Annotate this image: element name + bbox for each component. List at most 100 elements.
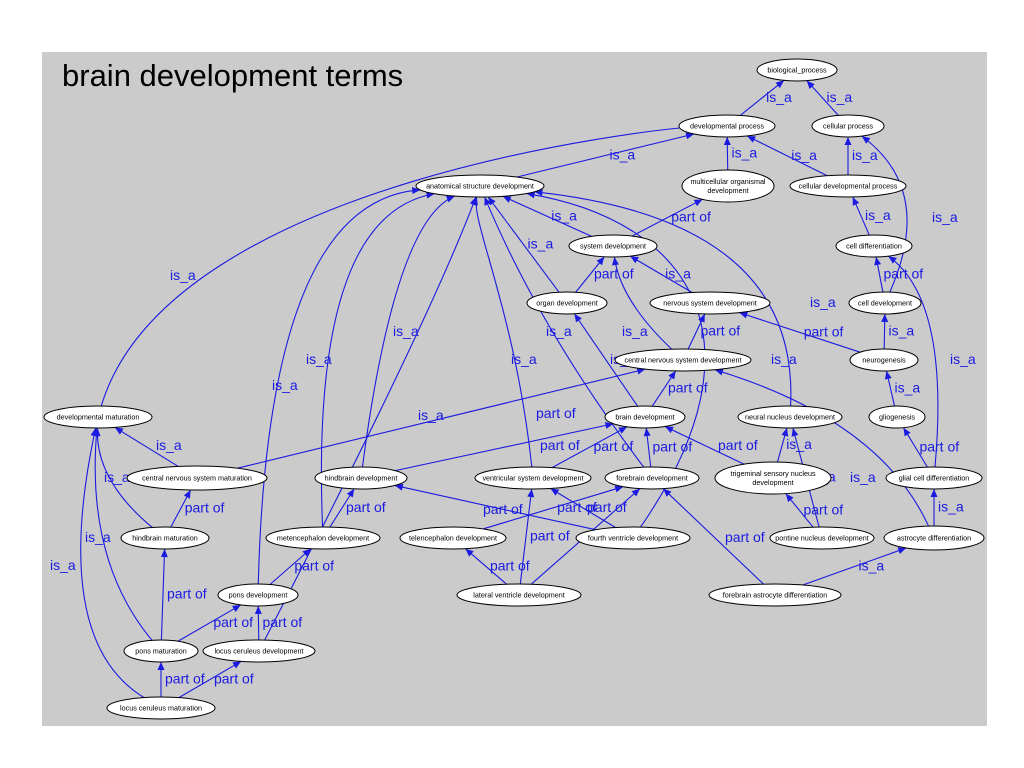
node-ellipse — [737, 405, 843, 429]
edge-label: part of — [165, 671, 205, 687]
edge-hd-bd: part of — [395, 422, 614, 472]
node-label: biological_process — [767, 66, 827, 75]
node-hm[interactable]: hindbrain maturation — [120, 526, 210, 550]
arrowhead — [469, 196, 477, 206]
node-label: developmental maturation — [57, 413, 140, 422]
edge-fad-fd: part of — [662, 488, 765, 585]
arrowhead — [806, 80, 815, 89]
edge-label: part of — [884, 266, 924, 282]
arrowhead — [874, 256, 882, 266]
node-asd[interactable]: anatomical structure development — [415, 174, 545, 198]
node-ellipse — [123, 639, 199, 663]
node-ellipse — [265, 526, 381, 550]
node-fad[interactable]: forebrain astrocyte differentiation — [708, 583, 842, 607]
arrowhead — [693, 199, 703, 207]
edge-label: is_a — [551, 207, 577, 223]
edge-ad-cnsd: is_a — [714, 368, 930, 527]
edge-label: part of — [536, 405, 576, 421]
arrowhead — [232, 661, 242, 669]
node-label: development — [752, 478, 793, 487]
node-dm[interactable]: developmental maturation — [43, 405, 153, 429]
arrowhead — [254, 605, 262, 615]
node-nnd[interactable]: neural nucleus development — [737, 405, 843, 429]
edge-label: is_a — [104, 469, 130, 485]
node-label: gliogenesis — [879, 413, 915, 422]
node-lcd[interactable]: locus ceruleus development — [202, 639, 316, 663]
edge-lcd-pd: part of — [254, 605, 303, 641]
arrowhead — [534, 189, 543, 197]
node-glio[interactable]: gliogenesis — [868, 405, 926, 429]
node-neur[interactable]: neurogenesis — [849, 348, 919, 372]
node-vsd[interactable]: ventricular system development — [474, 466, 592, 490]
node-ellipse — [789, 174, 907, 198]
node-lvd[interactable]: lateral ventricle development — [456, 583, 582, 607]
node-lcm[interactable]: locus ceruleus maturation — [106, 696, 216, 720]
edge-label: is_a — [938, 499, 964, 515]
edge-label: is_a — [610, 147, 636, 163]
edge-cdiff-cdp: is_a — [852, 196, 891, 236]
arrowhead — [852, 196, 860, 206]
node-label: anatomical structure development — [426, 182, 534, 191]
node-cp[interactable]: cellular process — [811, 114, 885, 138]
node-label: system development — [580, 242, 646, 251]
arrowhead — [930, 489, 938, 497]
node-gcd[interactable]: glial cell differentiation — [885, 466, 983, 490]
edge-glio-neur: is_a — [884, 370, 920, 407]
node-label: central nervous system development — [624, 356, 741, 365]
arrowhead — [631, 488, 640, 497]
edge-label: is_a — [932, 209, 958, 225]
edge-pm-pd: part of — [177, 604, 253, 642]
node-label: locus ceruleus maturation — [120, 704, 202, 713]
node-bd[interactable]: brain development — [604, 405, 686, 429]
node-pnd[interactable]: pontine nucleus development — [769, 526, 875, 550]
edge-sd-mod: part of — [631, 198, 711, 237]
edge-label: part of — [701, 322, 741, 338]
node-ellipse — [106, 696, 216, 720]
node-fd[interactable]: forebrain development — [604, 466, 700, 490]
arrowhead — [844, 137, 852, 145]
node-cdp[interactable]: cellular developmental process — [789, 174, 907, 198]
arrowhead — [488, 196, 496, 206]
edge-gcd-cdiff: is_a — [888, 255, 976, 468]
node-label: cellular process — [823, 122, 873, 131]
node-cnsm[interactable]: central nervous system maturation — [126, 465, 268, 491]
node-ellipse — [714, 461, 832, 495]
node-label: hindbrain maturation — [132, 534, 198, 543]
node-hd[interactable]: hindbrain development — [314, 466, 408, 490]
edge-label: is_a — [852, 147, 878, 163]
node-md[interactable]: metencephalon development — [265, 526, 381, 550]
node-td[interactable]: telencephalon development — [399, 526, 507, 550]
arrowhead — [618, 426, 627, 434]
node-bp[interactable]: biological_process — [756, 58, 838, 82]
edge-label: part of — [263, 614, 303, 630]
edge-label: is_a — [85, 529, 111, 545]
node-cnsd[interactable]: central nervous system development — [614, 348, 752, 372]
arrowhead — [596, 256, 605, 266]
edge-lcm-lcd: part of — [178, 660, 254, 699]
node-nsd[interactable]: nervous system development — [649, 291, 771, 315]
edge-fad-ad: is_a — [802, 547, 907, 586]
node-ad[interactable]: astrocyte differentiation — [883, 525, 985, 551]
node-dp[interactable]: developmental process — [678, 114, 776, 138]
edge-label: part of — [803, 501, 843, 517]
edge-label: is_a — [865, 207, 891, 223]
arrowhead — [446, 195, 455, 203]
node-fvd[interactable]: fourth ventricle development — [575, 526, 691, 550]
node-label: cell development — [858, 299, 912, 308]
arrowhead — [685, 132, 695, 140]
edge-pm-hm: part of — [160, 548, 207, 641]
node-pm[interactable]: pons maturation — [123, 639, 199, 663]
edge-label: part of — [346, 499, 386, 515]
node-cdev[interactable]: cell development — [848, 291, 922, 315]
node-od[interactable]: organ development — [526, 291, 608, 315]
edge-label: is_a — [306, 351, 332, 367]
page-title: brain development terms — [62, 58, 404, 93]
node-ellipse — [848, 291, 922, 315]
node-ellipse — [835, 234, 913, 258]
node-ellipse — [202, 639, 316, 663]
node-cdiff[interactable]: cell differentiation — [835, 234, 913, 258]
node-pd[interactable]: pons development — [217, 583, 299, 607]
node-sd[interactable]: system development — [568, 234, 658, 258]
